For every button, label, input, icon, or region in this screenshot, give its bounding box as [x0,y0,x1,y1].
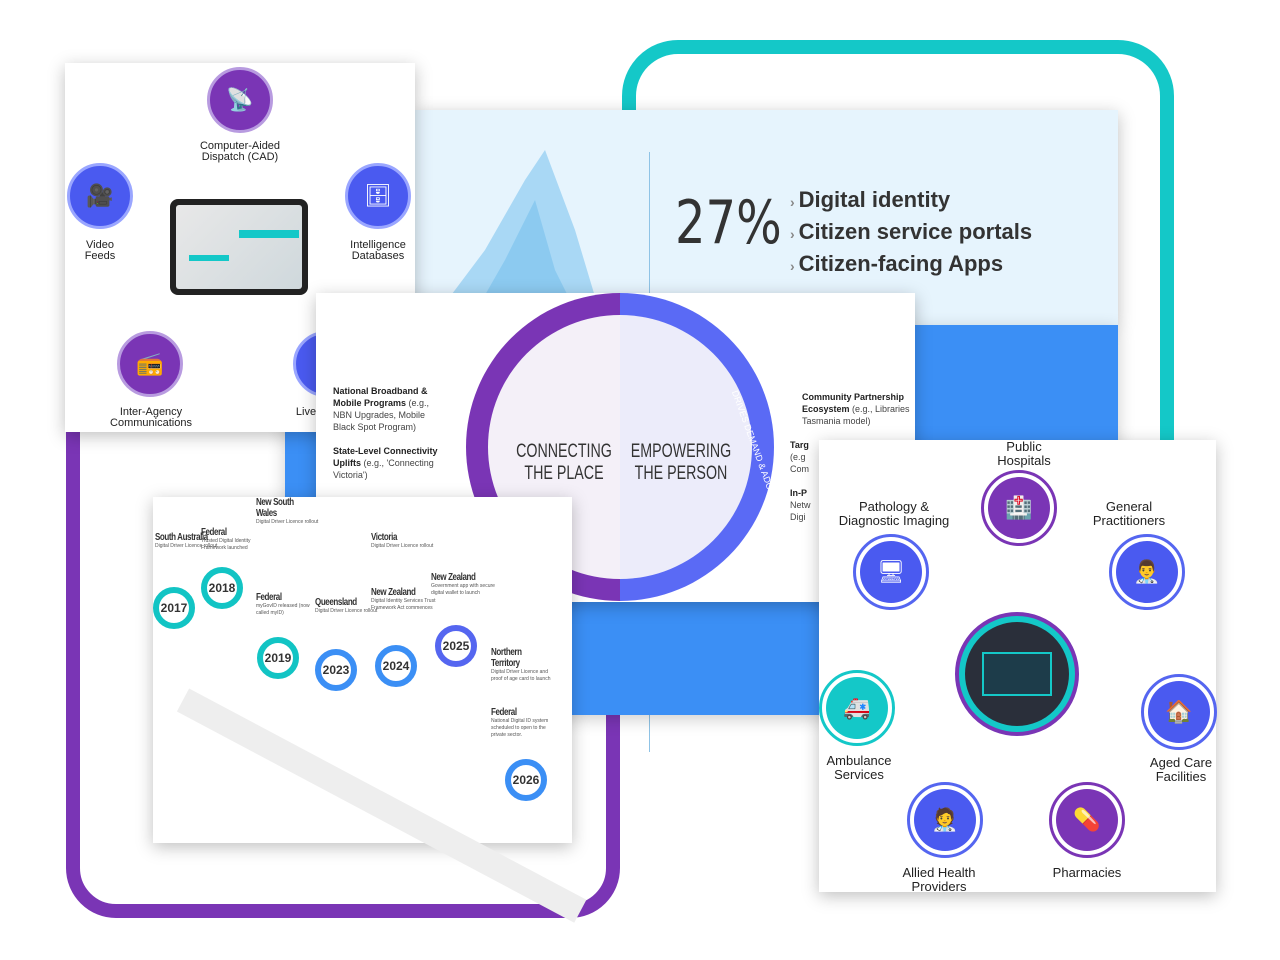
health-node-icon: 🧑‍⚕️ [907,782,983,858]
timeline-year-2023: 2023 [315,649,357,691]
monitor-hub [955,612,1079,736]
timeline-year-2026: 2026 [505,759,547,801]
database-icon: 🗄 [345,163,411,229]
health-node-icon: 💊 [1049,782,1125,858]
stat-percent: 27% [675,188,782,258]
right-item: Targ (e.g Com [790,440,810,474]
dispatch-center-label: Computer-Aided Dispatch (CAD) [199,140,281,163]
dispatch-node-label: Live [295,406,317,418]
video-camera-icon: 🎥 [67,163,133,229]
timeline-year-2025: 2025 [435,625,477,667]
left-item: State-Level Connectivity Uplifts (e.g., … [333,446,438,480]
left-title: CONNECTING THE PLACE [516,441,612,484]
health-node-label: Aged Care Facilities [1149,755,1213,784]
health-node-label: Pharmacies [1052,865,1122,880]
right-item: Community Partnership Ecosystem (e.g., L… [802,392,910,426]
dispatch-node-label: Inter-Agency Communications [110,406,192,429]
health-slide: 🏥Public Hospitals 🖥 Pathology & Diagnostic… [819,439,1217,894]
stats-slide: 27% › Digital identity › Citizen service… [415,110,1118,752]
health-node-icon: 🏥 [981,470,1057,546]
connect-slide: National Broadband & Mobile Programs (e.… [316,293,915,602]
health-node-label: Ambulance Services [826,753,892,782]
health-node-label: Pathology & Diagnostic Imaging [838,499,950,528]
stat-item: › Digital identity [790,187,951,212]
stat-item: › Citizen-facing Apps [790,251,1004,276]
health-node-icon: 🖥 [853,534,929,610]
tablet-map [170,199,308,295]
antenna-icon: 📡 [207,67,273,133]
timeline-year-2017: 2017 [153,587,195,629]
timeline-year-2024: 2024 [375,645,417,687]
right-item: In-P Netw Digi [790,488,811,522]
radio-icon: 📻 [117,331,183,397]
health-node-icon: 🚑 [819,670,895,746]
health-node-icon: 👨‍⚕️ [1109,534,1185,610]
health-node-label: General Practitioners [1092,499,1166,528]
dispatch-node-label: Video Feeds [84,239,116,262]
health-node-label: Public Hospitals [997,439,1051,468]
stat-item: › Citizen service portals [790,219,1033,244]
dispatch-node-label: Intelligence Databases [350,239,406,262]
left-item: National Broadband & Mobile Programs (e.… [333,386,430,432]
right-title: EMPOWERING THE PERSON [630,441,732,484]
health-node-icon: 🏠 [1141,674,1217,750]
health-node-label: Allied Health Providers [902,865,976,894]
timeline-year-2018: 2018 [201,567,243,609]
timeline-year-2019: 2019 [257,637,299,679]
